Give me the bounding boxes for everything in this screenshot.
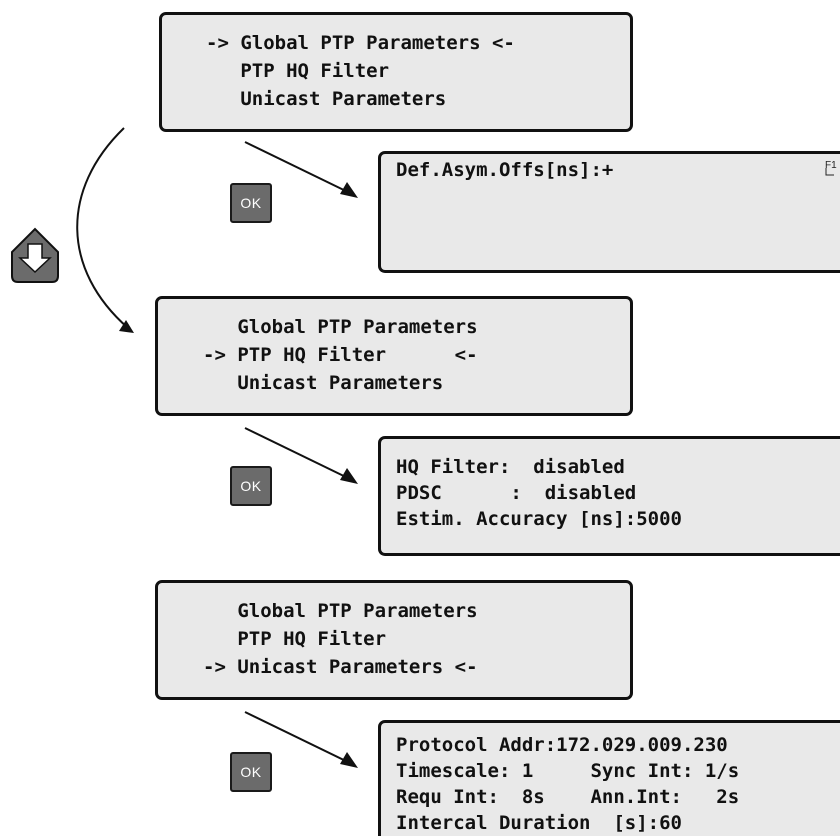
detail-screen-hq-filter: HQ Filter: disabled PDSC : disabled Esti… [378,436,840,556]
curved-arrow-icon [76,127,129,329]
ok-button[interactable]: OK [230,183,272,223]
menu-screen-hq-filter: Global PTP Parameters -> PTP HQ Filter <… [155,296,633,416]
menu-screen-global-ptp: -> Global PTP Parameters <- PTP HQ Filte… [159,12,633,132]
detail-screen-asym-offset: Def.Asym.Offs[ns]:+ F1 [378,151,840,273]
menu-line: -> PTP HQ Filter <- [203,344,478,366]
diagonal-arrow-head [340,468,358,484]
diagonal-arrow-icon [244,427,353,481]
menu-line: Unicast Parameters [206,88,447,110]
detail-line: Protocol Addr:172.029.009.230 [396,734,728,756]
enter-glyph-icon [825,168,834,176]
menu-line: -> Unicast Parameters <- [203,656,478,678]
menu-line: PTP HQ Filter [203,628,387,650]
menu-line: Global PTP Parameters [203,600,478,622]
menu-line: -> Global PTP Parameters <- [206,32,515,54]
diagonal-arrow-head [340,182,358,198]
diagonal-arrow-head [340,752,358,768]
ok-button[interactable]: OK [230,466,272,506]
down-arrow-key-icon[interactable] [11,227,59,283]
diagonal-arrow-icon [244,141,353,195]
menu-line: Unicast Parameters [203,372,444,394]
detail-line: Def.Asym.Offs[ns]:+ [396,159,614,181]
curved-arrow-head [119,320,134,333]
menu-screen-unicast: Global PTP Parameters PTP HQ Filter -> U… [155,580,633,700]
ok-button[interactable]: OK [230,752,272,792]
menu-line: PTP HQ Filter [206,60,390,82]
diagonal-arrow-icon [244,711,353,765]
detail-screen-unicast: Protocol Addr:172.029.009.230 Timescale:… [378,720,840,836]
menu-line: Global PTP Parameters [203,316,478,338]
detail-line: Intercal Duration [s]:60 [396,812,682,834]
detail-line: HQ Filter: disabled [396,456,625,478]
f1-key-hint: F1 [825,160,837,171]
detail-line: Estim. Accuracy [ns]:5000 [396,508,682,530]
detail-line: Timescale: 1 Sync Int: 1/s [396,760,740,782]
detail-line: PDSC : disabled [396,482,637,504]
detail-line: Requ Int: 8s Ann.Int: 2s [396,786,740,808]
